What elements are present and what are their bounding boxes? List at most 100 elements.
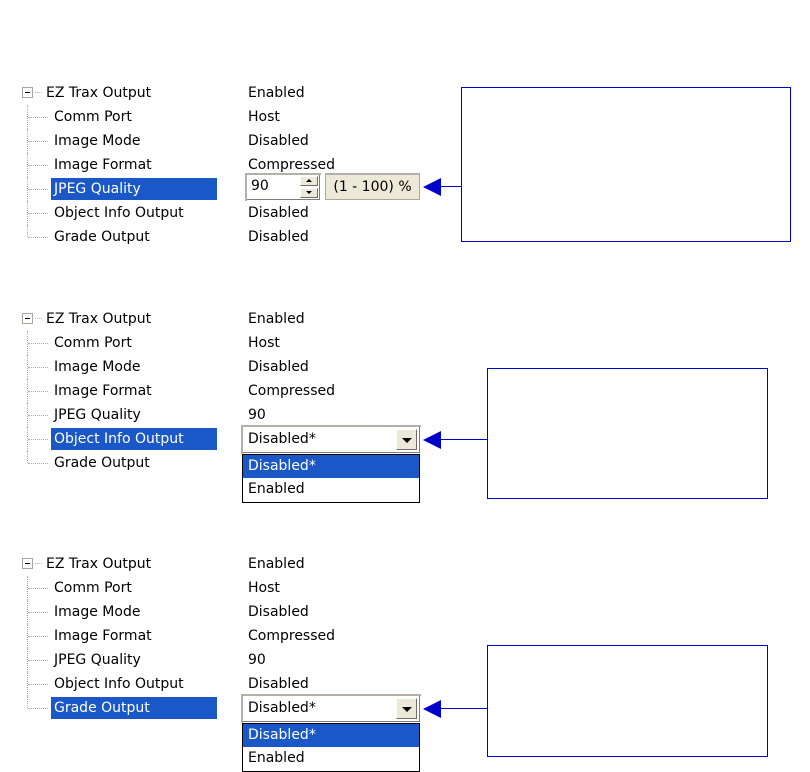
tree-row-comm-port[interactable]: Comm Port Host — [22, 105, 422, 130]
tree-row-image-format[interactable]: Image Format Compressed — [22, 153, 422, 178]
tree-vertical-line — [27, 427, 28, 451]
callout-arrow-left-icon — [423, 700, 441, 718]
tree-vertical-line — [27, 129, 28, 153]
tree-row-label: EZ Trax Output — [46, 556, 152, 572]
collapse-minus-icon[interactable] — [22, 313, 33, 324]
tree-horizontal-line — [28, 165, 48, 166]
tree-row-object-info-output[interactable]: Object Info Output Disabled — [22, 201, 422, 226]
tree-row-label: EZ Trax Output — [46, 85, 152, 101]
tree-horizontal-line — [28, 237, 48, 238]
tree-row-value: 90 — [248, 407, 266, 423]
tree-row-value: Compressed — [248, 157, 336, 173]
chevron-down-icon[interactable] — [396, 429, 417, 450]
tooltip-text: (1 - 100) % — [333, 179, 412, 195]
chevron-down-icon[interactable] — [396, 698, 417, 719]
grade-output-dropdown-list[interactable]: Disabled* Enabled — [242, 723, 420, 772]
tree-vertical-line — [27, 379, 28, 403]
tree-row-image-mode[interactable]: Image Mode Disabled — [22, 129, 422, 154]
tree-row-value: Enabled — [248, 311, 305, 327]
tree-row-grade-output[interactable]: Grade Output — [22, 696, 422, 721]
collapse-minus-icon[interactable] — [22, 558, 33, 569]
spinner-shadow-left — [245, 173, 247, 201]
tree-row-jpeg-quality[interactable]: JPEG Quality 90 — [22, 648, 422, 673]
tree-horizontal-line — [28, 189, 48, 190]
tree-row-value: Host — [248, 335, 280, 351]
property-tree: EZ Trax Output Enabled Comm Port Host Im… — [22, 82, 422, 250]
tree-row-ez-trax-output[interactable]: EZ Trax Output Enabled — [22, 82, 422, 106]
tree-row-grade-output[interactable]: Grade Output — [22, 451, 422, 476]
jpeg-quality-range-tooltip: (1 - 100) % — [325, 173, 420, 200]
callout-leader-line — [441, 439, 487, 440]
tree-row-label: Image Mode — [54, 604, 141, 620]
tree-horizontal-line — [28, 415, 48, 416]
jpeg-quality-input[interactable]: 90 — [251, 178, 269, 194]
tree-horizontal-line — [28, 708, 48, 709]
tree-row-jpeg-quality[interactable]: JPEG Quality — [22, 177, 422, 202]
tree-row-object-info-output[interactable]: Object Info Output Disabled — [22, 672, 422, 697]
dropdown-option-enabled[interactable]: Enabled — [248, 481, 305, 497]
spinner-shadow-top — [245, 173, 321, 175]
combo-shadow-top — [241, 694, 421, 696]
grade-output-combobox[interactable]: Disabled* — [241, 694, 421, 723]
tree-row-grade-output[interactable]: Grade Output Disabled — [22, 225, 422, 250]
tree-row-label: JPEG Quality — [51, 178, 217, 200]
spinner-down-arrow-icon[interactable] — [300, 188, 318, 198]
tree-row-label: Image Format — [54, 157, 152, 173]
tree-row-label: Image Mode — [54, 133, 141, 149]
combo-selected-value: Disabled* — [248, 431, 316, 447]
tree-horizontal-line — [28, 463, 48, 464]
callout-leader-line — [441, 186, 461, 187]
tree-vertical-line — [27, 201, 28, 225]
tree-row-value: Compressed — [248, 628, 336, 644]
tree-row-value: Compressed — [248, 383, 336, 399]
tree-horizontal-line — [28, 367, 48, 368]
spinner-buttons[interactable] — [300, 176, 318, 198]
object-info-output-dropdown-list[interactable]: Disabled* Enabled — [242, 454, 420, 503]
tree-row-ez-trax-output[interactable]: EZ Trax Output Enabled — [22, 553, 422, 577]
tree-row-jpeg-quality[interactable]: JPEG Quality 90 — [22, 403, 422, 428]
tree-row-label: Comm Port — [54, 580, 132, 596]
tree-row-label: Image Format — [54, 628, 152, 644]
tree-row-value: Disabled — [248, 676, 309, 692]
tree-vertical-line — [27, 105, 28, 129]
tree-row-image-format[interactable]: Image Format Compressed — [22, 624, 422, 649]
tree-vertical-line — [27, 600, 28, 624]
property-tree: EZ Trax Output Enabled Comm Port Host Im… — [22, 308, 422, 476]
tree-row-ez-trax-output[interactable]: EZ Trax Output Enabled — [22, 308, 422, 332]
tree-row-image-mode[interactable]: Image Mode Disabled — [22, 355, 422, 380]
collapse-minus-icon[interactable] — [22, 87, 33, 98]
spinner-up-arrow-icon[interactable] — [300, 176, 318, 186]
tree-horizontal-line — [28, 391, 48, 392]
tree-row-image-mode[interactable]: Image Mode Disabled — [22, 600, 422, 625]
tree-horizontal-line — [28, 636, 48, 637]
property-panel-jpeg-quality: EZ Trax Output Enabled Comm Port Host Im… — [0, 82, 810, 252]
object-info-output-combobox[interactable]: Disabled* — [241, 425, 421, 454]
dropdown-option-enabled[interactable]: Enabled — [248, 750, 305, 766]
tree-row-object-info-output[interactable]: Object Info Output — [22, 427, 422, 452]
combo-selected-value: Disabled* — [248, 700, 316, 716]
callout-arrow-left-icon — [423, 431, 441, 449]
tree-row-label: EZ Trax Output — [46, 311, 152, 327]
tree-horizontal-line — [28, 612, 48, 613]
tree-horizontal-line — [28, 141, 48, 142]
tree-row-label: Grade Output — [51, 697, 217, 719]
callout-arrow-left-icon — [423, 178, 441, 196]
tree-row-label: Image Mode — [54, 359, 141, 375]
tree-row-comm-port[interactable]: Comm Port Host — [22, 576, 422, 601]
tree-row-value: Host — [248, 109, 280, 125]
tree-row-value: Enabled — [248, 556, 305, 572]
tree-vertical-line — [27, 696, 28, 708]
tree-vertical-line — [27, 153, 28, 177]
tree-vertical-line — [27, 177, 28, 201]
tree-horizontal-line — [28, 439, 48, 440]
tree-connector-dots — [35, 92, 42, 94]
dropdown-option-disabled[interactable]: Disabled* — [243, 724, 419, 747]
tree-horizontal-line — [28, 117, 48, 118]
tree-connector-dots — [35, 563, 42, 565]
dropdown-option-disabled[interactable]: Disabled* — [243, 455, 419, 478]
jpeg-quality-spinner[interactable]: 90 — [245, 173, 321, 201]
combo-shadow-left — [241, 694, 243, 723]
tree-row-comm-port[interactable]: Comm Port Host — [22, 331, 422, 356]
tree-row-image-format[interactable]: Image Format Compressed — [22, 379, 422, 404]
tree-connector-dots — [35, 318, 42, 320]
